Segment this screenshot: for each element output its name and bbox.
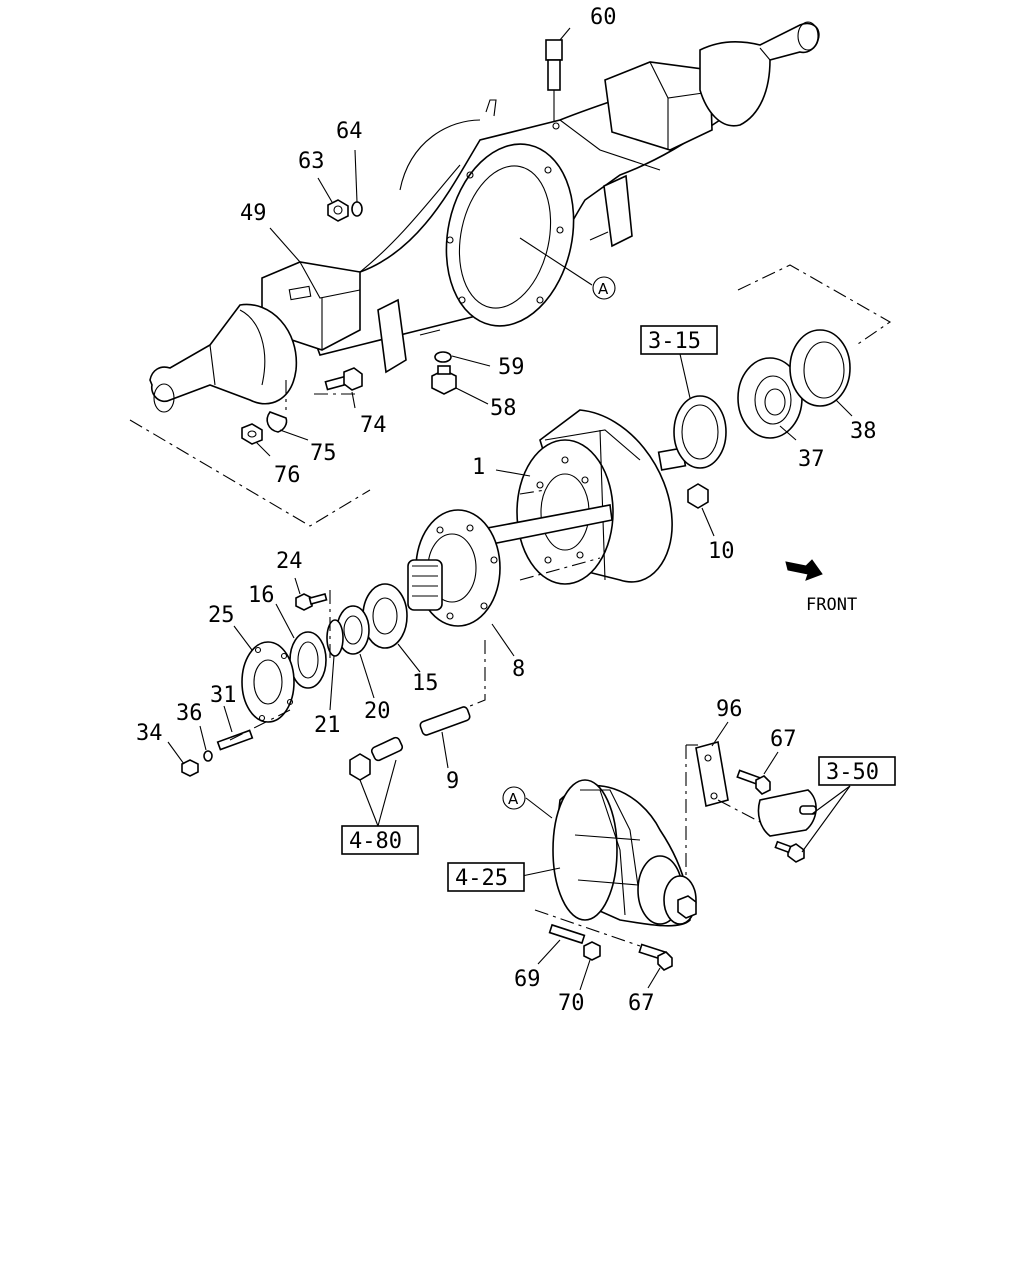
label-24: 24 (276, 549, 303, 574)
label-37: 37 (798, 447, 825, 472)
label-67-upper: 67 (770, 727, 797, 752)
ref-box-3-15 (640, 325, 718, 355)
ref-3-15: 3-15 (648, 329, 701, 354)
stud-31 (216, 729, 254, 751)
washer-64 (351, 201, 363, 217)
snap-ring-75 (266, 411, 288, 433)
label-76: 76 (274, 463, 301, 488)
assembly-outline-right (737, 264, 892, 347)
label-31: 31 (210, 683, 237, 708)
callout-a-bottom-circle (502, 786, 526, 810)
callout-a-bottom: A (508, 790, 519, 808)
bolt-74 (324, 367, 363, 391)
nut-63 (327, 199, 349, 222)
bearing-15 (362, 583, 408, 649)
label-36: 36 (176, 701, 203, 726)
differential-carrier-4-25 (552, 779, 697, 927)
nut-34 (181, 759, 199, 777)
label-70: 70 (558, 991, 585, 1016)
nut-58 (431, 365, 457, 395)
ref-box-4-80 (341, 825, 419, 855)
label-34: 34 (136, 721, 163, 746)
callout-a-top: A (598, 280, 609, 298)
label-60: 60 (590, 5, 617, 30)
bolt-24 (295, 593, 328, 611)
ref-box-4-25 (447, 862, 525, 892)
label-25: 25 (208, 603, 235, 628)
oil-seal-3-15 (673, 395, 727, 469)
ref-box-3-50 (818, 756, 896, 786)
assembly-outline-left (129, 419, 371, 527)
ring-21 (326, 619, 344, 657)
brake-drum-1 (516, 409, 687, 585)
leader-lines (167, 27, 853, 991)
label-49: 49 (240, 201, 267, 226)
label-16: 16 (248, 583, 275, 608)
label-21: 21 (314, 713, 341, 738)
label-67-lower: 67 (628, 991, 655, 1016)
stud-69 (548, 923, 586, 945)
washer-36 (203, 750, 213, 762)
front-direction: FRONT (785, 559, 857, 615)
label-63: 63 (298, 149, 325, 174)
seal-38 (789, 329, 851, 407)
label-74: 74 (360, 413, 387, 438)
wheel-stud-9 (419, 706, 471, 736)
bracket-3-50 (757, 789, 817, 837)
bracket-96 (695, 740, 729, 808)
label-58: 58 (490, 396, 517, 421)
fittings-4-80 (349, 736, 404, 781)
bolt-67-lower (638, 943, 673, 971)
nut-76 (241, 423, 263, 445)
label-1: 1 (472, 455, 485, 480)
ref-4-25: 4-25 (455, 866, 508, 891)
label-38: 38 (850, 419, 877, 444)
vent-plug-60 (545, 39, 563, 122)
hub-flange-8 (407, 509, 501, 627)
axle-housing (149, 21, 820, 413)
callout-a-top-circle (592, 276, 616, 300)
label-64: 64 (336, 119, 363, 144)
label-10: 10 (708, 539, 735, 564)
washer-59 (434, 351, 452, 363)
arrow-icon (785, 559, 823, 581)
label-69: 69 (514, 967, 541, 992)
front-label: FRONT (806, 595, 857, 615)
ref-3-50: 3-50 (826, 760, 879, 785)
label-9: 9 (446, 769, 459, 794)
label-75: 75 (310, 441, 337, 466)
seal-16 (289, 631, 327, 689)
ref-4-80: 4-80 (349, 829, 402, 854)
label-15: 15 (412, 671, 439, 696)
nut-70 (583, 941, 601, 961)
label-96: 96 (716, 697, 743, 722)
label-59: 59 (498, 355, 525, 380)
label-8: 8 (512, 657, 525, 682)
bolt-3-50 (774, 840, 805, 863)
label-20: 20 (364, 699, 391, 724)
bolt-67-upper (736, 769, 771, 795)
flange-25 (241, 641, 295, 723)
nut-10 (687, 483, 709, 509)
